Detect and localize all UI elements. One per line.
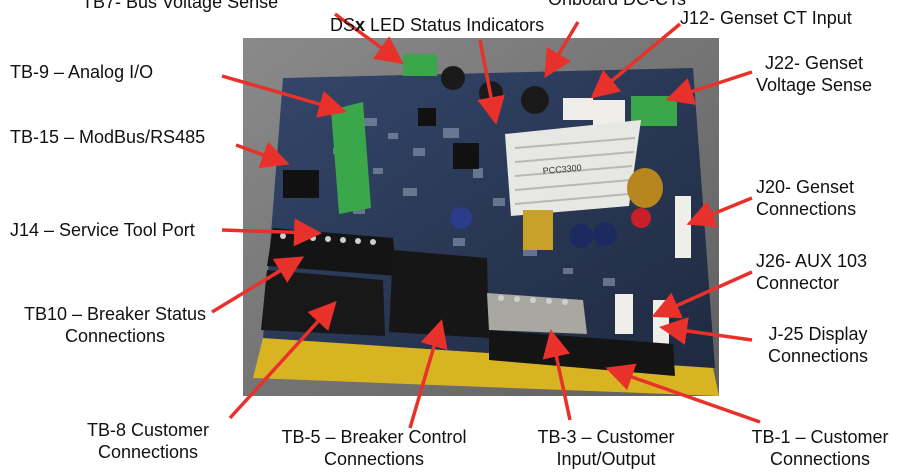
label-j26-line1: J26- AUX 103 — [756, 251, 868, 271]
arrow-tb1 — [605, 363, 761, 424]
arrow-j22 — [665, 70, 753, 105]
power-module — [505, 120, 641, 216]
ic-chip — [418, 108, 436, 126]
label-j26-line2: Connector — [756, 273, 840, 293]
transformer-coil — [523, 210, 553, 250]
arrow-j25 — [659, 317, 753, 345]
arrow-tb7 — [333, 12, 404, 65]
label-tb8-line1: TB-8 Customer — [86, 420, 210, 440]
label-onboard-ct: Onboard DC-CTs — [548, 0, 686, 10]
label-tb3-line1: TB-3 – Customer — [537, 427, 675, 447]
arrow-tb5 — [408, 319, 448, 429]
arrow-tb15 — [235, 141, 290, 169]
label-dsx-led: DSx LED Status Indicators — [330, 14, 544, 36]
label-tb5-line2: Connections — [323, 449, 425, 469]
label-tb15: TB-15 – ModBus/RS485 — [10, 127, 206, 147]
label-j25-line2: Connections — [767, 346, 869, 366]
arrow-tb8 — [228, 300, 337, 420]
j26-white-connector — [615, 294, 633, 334]
arrow-tb9 — [221, 74, 347, 118]
label-tb8-line2: Connections — [97, 442, 199, 462]
tb15-terminal — [283, 170, 319, 198]
red-component — [631, 208, 651, 228]
label-tb3: TB-3 – Customer Input/Output — [518, 426, 694, 470]
label-tb1-line1: TB-1 – Customer — [751, 427, 889, 447]
arrow-tb10 — [211, 256, 304, 314]
label-j25: J-25 Display Connections — [748, 323, 888, 367]
label-tb7: TB7- Bus Voltage Sense — [82, 0, 279, 12]
label-tb5: TB-5 – Breaker Control Connections — [262, 426, 486, 470]
capacitor — [569, 224, 593, 248]
label-j26: J26- AUX 103 Connector — [756, 250, 867, 294]
label-tb8: TB-8 Customer Connections — [68, 419, 228, 463]
arrow-j20 — [686, 196, 753, 228]
label-tb1-line2: Connections — [769, 449, 871, 469]
ic-chip — [453, 143, 479, 169]
label-j20-line2: Connections — [756, 199, 857, 219]
tb3-grey-terminal — [487, 293, 587, 334]
tb5-terminal-row — [389, 250, 489, 338]
label-tb10-line2: Connections — [64, 326, 166, 346]
label-j20-line1: J20- Genset — [756, 177, 855, 197]
toroid — [627, 168, 663, 208]
label-j14: J14 – Service Tool Port — [10, 220, 195, 240]
label-tb1: TB-1 – Customer Connections — [736, 426, 904, 470]
label-j25-line1: J-25 Display — [768, 324, 868, 344]
heatsink-fins — [514, 137, 636, 205]
yellow-tray-edge — [253, 338, 719, 396]
ct-sensor — [521, 86, 549, 114]
label-dsx-x: x — [355, 15, 366, 35]
label-j12: J12- Genset CT Input — [680, 8, 852, 28]
label-dsx-rest: LED Status Indicators — [365, 15, 545, 35]
label-tb3-line2: Input/Output — [556, 449, 656, 469]
tb9-green-terminal — [331, 102, 371, 214]
label-tb10-line1: TB10 – Breaker Status — [23, 304, 207, 324]
arrow-onboard-ct — [544, 21, 580, 79]
arrow-j14 — [221, 218, 322, 247]
label-tb5-line1: TB-5 – Breaker Control — [281, 427, 467, 447]
j12-white-connector — [563, 98, 593, 120]
capacitor — [593, 222, 617, 246]
arrow-dsx — [477, 39, 505, 125]
tb7-green-terminal — [403, 54, 437, 76]
board-label: PCC3300 — [542, 163, 582, 176]
label-dsx-prefix: DS — [330, 15, 356, 35]
capacitor — [450, 207, 472, 229]
label-j22-line2: Voltage Sense — [755, 75, 873, 95]
arrow-j12 — [590, 22, 682, 99]
label-tb10: TB10 – Breaker Status Connections — [8, 303, 222, 347]
label-j22: J22- Genset Voltage Sense — [744, 52, 884, 96]
label-j22-line1: J22- Genset — [764, 53, 864, 73]
label-j20: J20- Genset Connections — [756, 176, 856, 220]
arrow-tb3 — [542, 329, 572, 421]
ct-sensor — [441, 66, 465, 90]
arrow-j26 — [651, 270, 753, 319]
label-tb9: TB-9 – Analog I/O — [10, 62, 154, 82]
